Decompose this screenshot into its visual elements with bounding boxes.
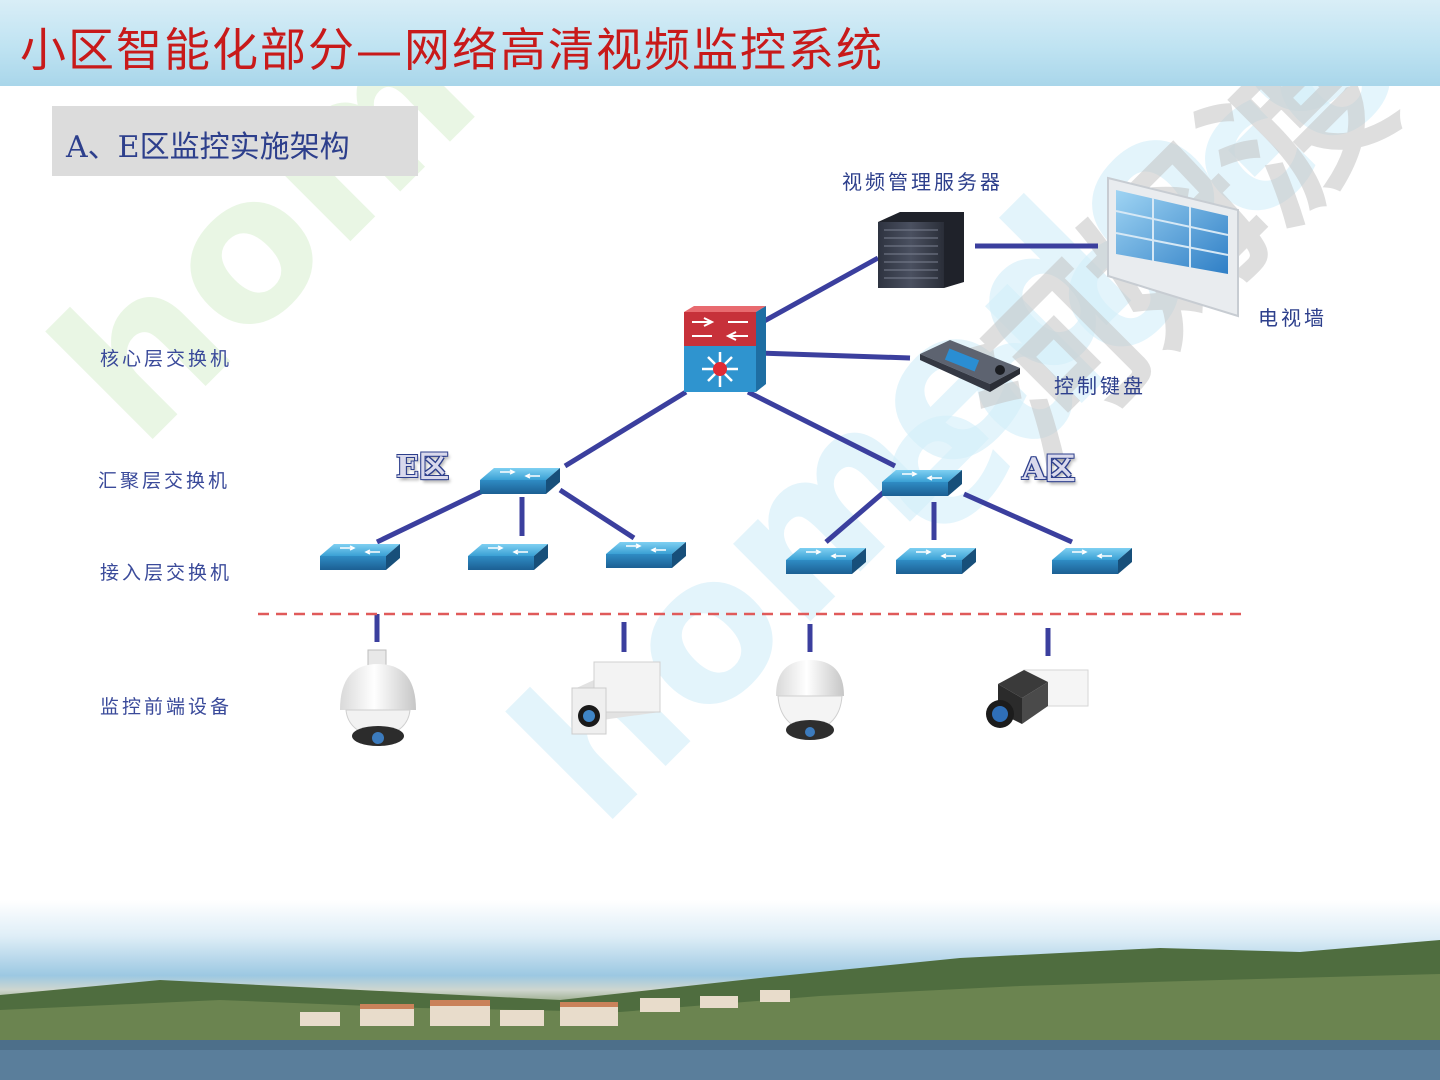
core-layer-label: 核心层交换机 bbox=[100, 348, 233, 370]
box-camera bbox=[571, 661, 661, 735]
link-a-agg-access-1 bbox=[824, 490, 886, 544]
section-header: A、E区监控实施架构 bbox=[52, 106, 418, 176]
dome-camera bbox=[340, 649, 416, 746]
zone-a-label: A区 bbox=[1022, 452, 1076, 487]
access-switch bbox=[786, 548, 866, 574]
link-e-agg-access-1 bbox=[375, 487, 487, 545]
access-switch bbox=[896, 548, 976, 574]
link-core-server bbox=[755, 255, 880, 328]
section-title: A、E区监控实施架构 bbox=[66, 130, 350, 165]
aggregation-layer-label: 汇聚层交换机 bbox=[98, 470, 231, 492]
slide-title: 小区智能化部分—网络高清视频监控系统 bbox=[20, 23, 884, 77]
a-aggregation-switch bbox=[882, 470, 962, 496]
title-bar: 小区智能化部分—网络高清视频监控系统 bbox=[0, 0, 1440, 86]
link-core-e-agg bbox=[563, 389, 688, 469]
link-core-a-agg bbox=[746, 389, 897, 469]
access-layer-label: 接入层交换机 bbox=[100, 562, 233, 584]
access-switch bbox=[606, 542, 686, 568]
link-core-keyboard bbox=[757, 350, 911, 361]
scenery-image bbox=[0, 940, 1440, 1080]
keyboard-label: 控制键盘 bbox=[1054, 374, 1146, 398]
box-camera bbox=[986, 669, 1089, 728]
e-aggregation-switch bbox=[480, 468, 560, 494]
access-switch bbox=[320, 544, 400, 570]
server-device bbox=[878, 212, 964, 288]
link-a-agg-access-3 bbox=[962, 491, 1074, 545]
link-e-agg-access-3 bbox=[558, 487, 636, 541]
access-switch bbox=[468, 544, 548, 570]
dome-camera bbox=[776, 660, 844, 740]
zone-e-label: E区 bbox=[396, 450, 449, 485]
frontend-layer-label: 监控前端设备 bbox=[100, 696, 233, 718]
server-label: 视频管理服务器 bbox=[842, 170, 1003, 194]
links bbox=[374, 243, 1098, 656]
scenery-banner bbox=[0, 900, 1440, 1080]
video-wall-device bbox=[1107, 176, 1239, 318]
core-switch bbox=[684, 306, 766, 392]
video-wall-label: 电视墙 bbox=[1258, 306, 1327, 330]
access-switch bbox=[1052, 548, 1132, 574]
keyboard-device bbox=[920, 340, 1020, 392]
